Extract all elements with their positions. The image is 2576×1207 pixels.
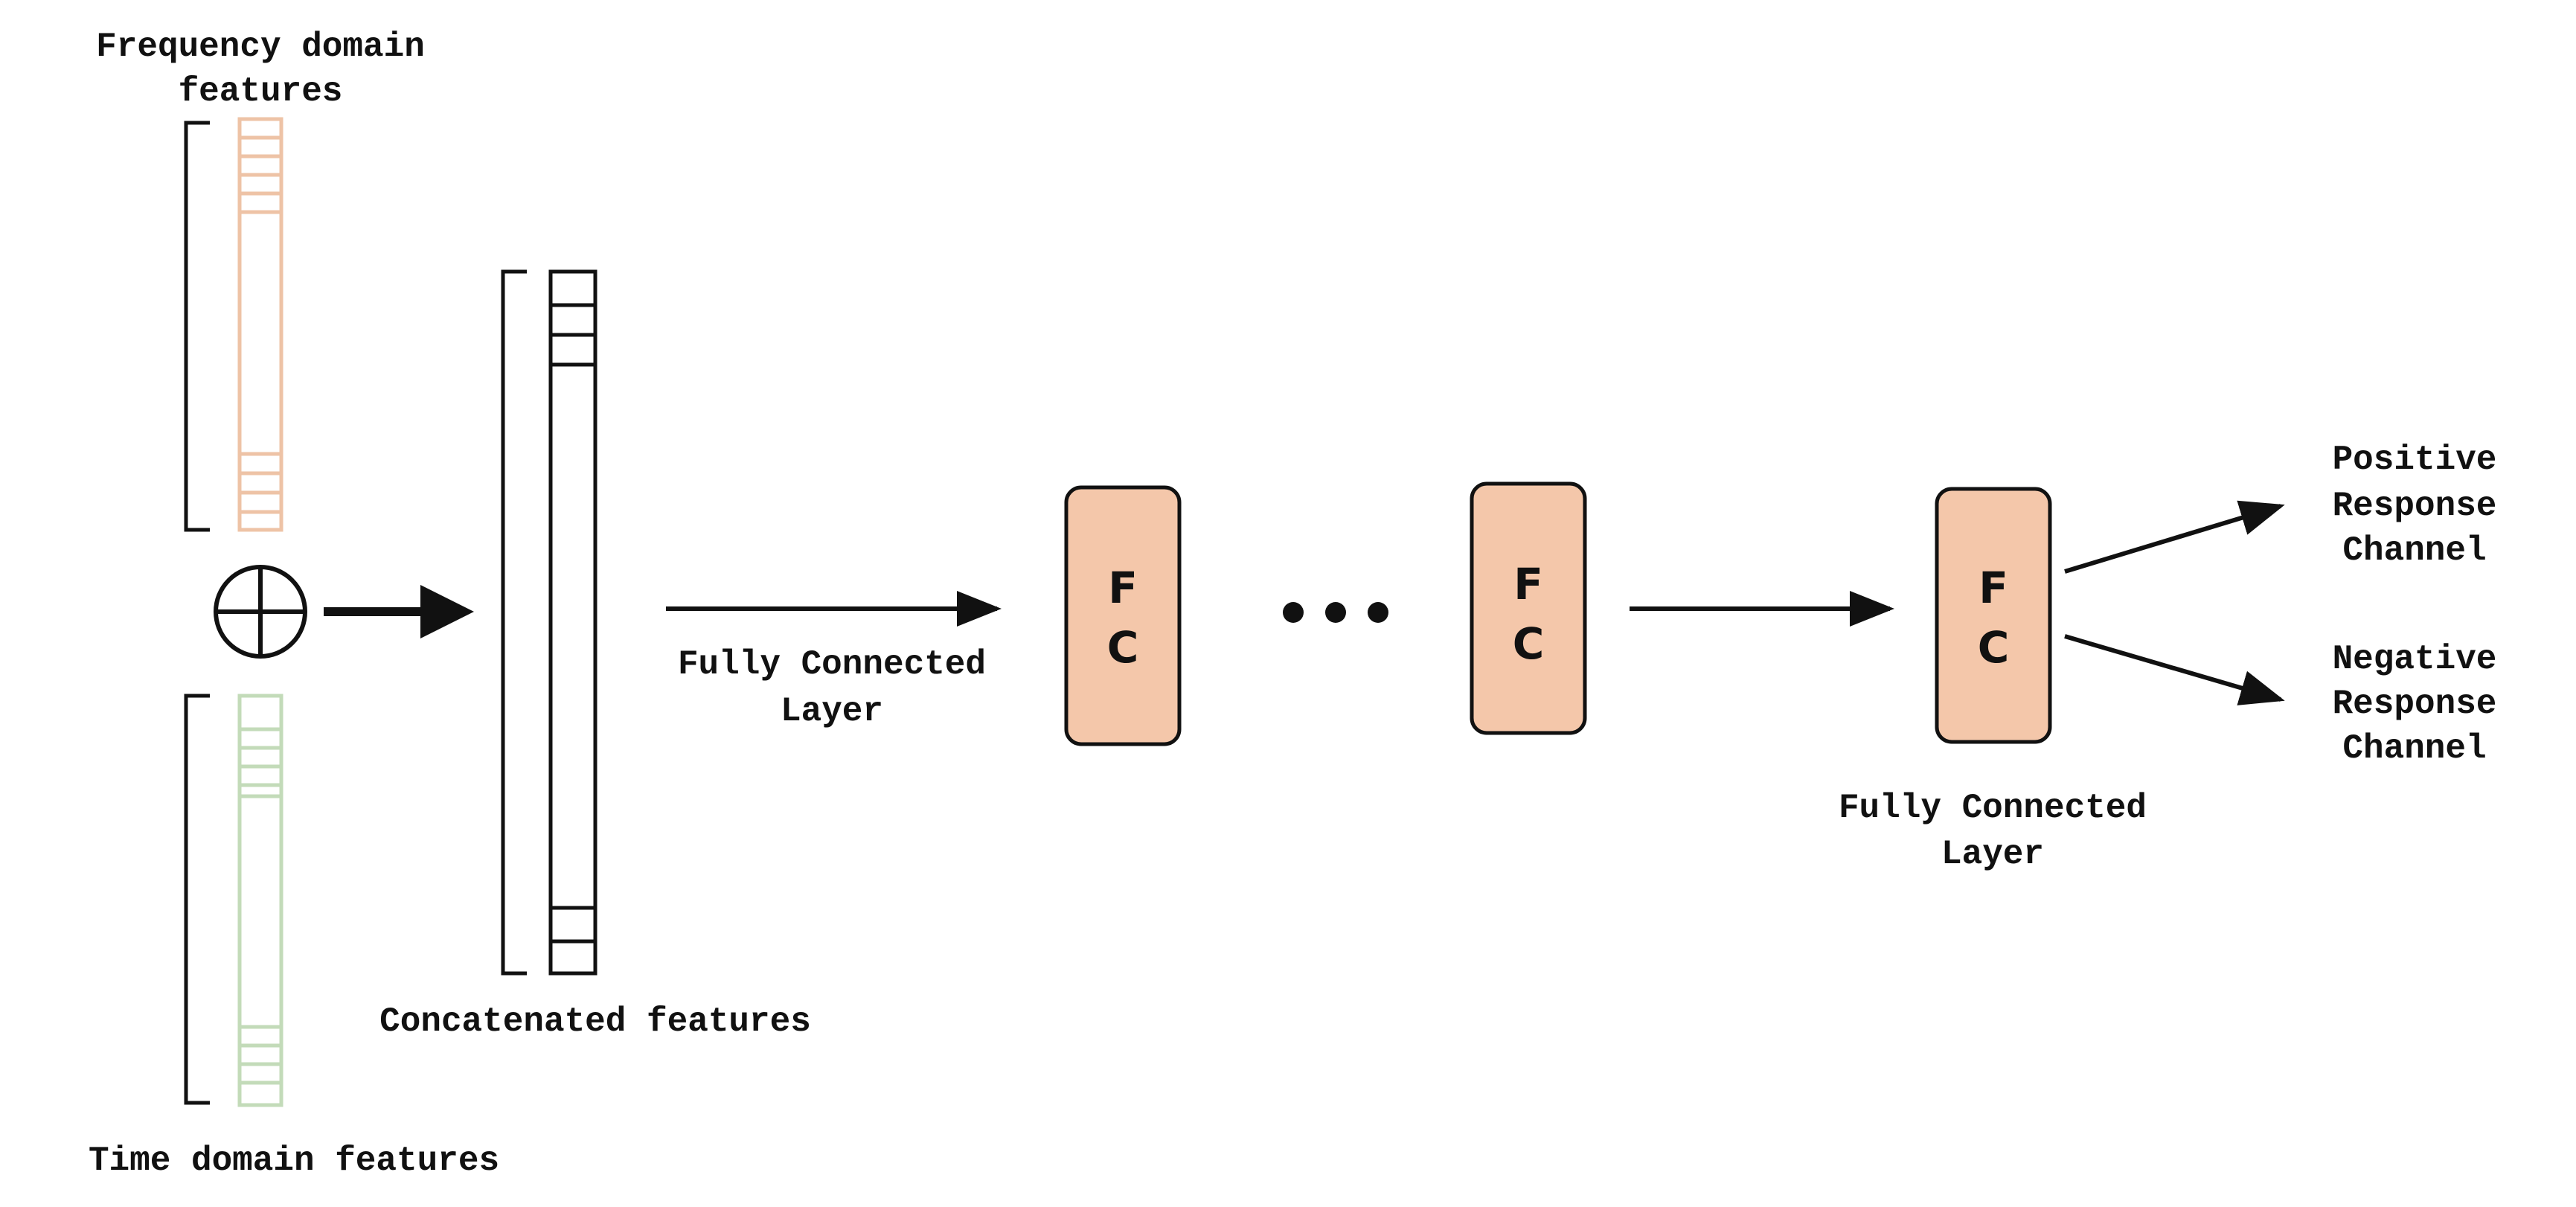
frequency-features-label-line1: Frequency domain [96,28,425,66]
frequency-feature-vector [237,117,283,532]
fc-layer-label-left-line1: Fully Connected [678,645,986,684]
concat-plus-icon [214,565,307,659]
fc-block-1-letter-f: F [1108,563,1138,613]
negative-channel-label-line3: Channel [2342,729,2486,768]
positive-channel-label-line1: Positive [2333,441,2497,479]
positive-channel-label-line2: Response [2333,487,2497,525]
time-features-label: Time domain features [89,1142,499,1180]
ellipsis-icon [1283,602,1388,623]
time-bracket [184,694,210,1105]
time-feature-vector [237,694,283,1107]
negative-channel-label-line2: Response [2333,685,2497,723]
negative-channel-label-line1: Negative [2333,640,2497,679]
frequency-features-label-line2: features [179,72,343,111]
fc-block-3-letter-f: F [1979,563,2008,613]
fc-block-3-letter-c: C [1978,622,2010,673]
fc-block-2-letter-c: C [1513,618,1545,669]
arrow-to-positive [2064,500,2285,574]
fc-block-3: F C [1935,487,2052,744]
fc-block-2: F C [1470,481,1587,735]
concatenated-features-label: Concatenated features [379,1002,811,1041]
fc-block-2-letter-f: F [1513,559,1543,609]
fc-layer-label-left-line2: Layer [781,692,883,731]
concatenated-feature-vector [548,269,597,976]
fc-block-1: F C [1064,485,1182,746]
fc-layer-label-right-line1: Fully Connected [1839,789,2147,827]
fc-block-1-letter-c: C [1107,622,1139,673]
arrow-to-negative [2064,634,2285,705]
frequency-bracket [184,121,210,532]
fc-layer-label-right-line2: Layer [1941,835,2044,874]
positive-channel-label-line3: Channel [2342,531,2486,570]
concatenated-bracket [501,269,527,976]
